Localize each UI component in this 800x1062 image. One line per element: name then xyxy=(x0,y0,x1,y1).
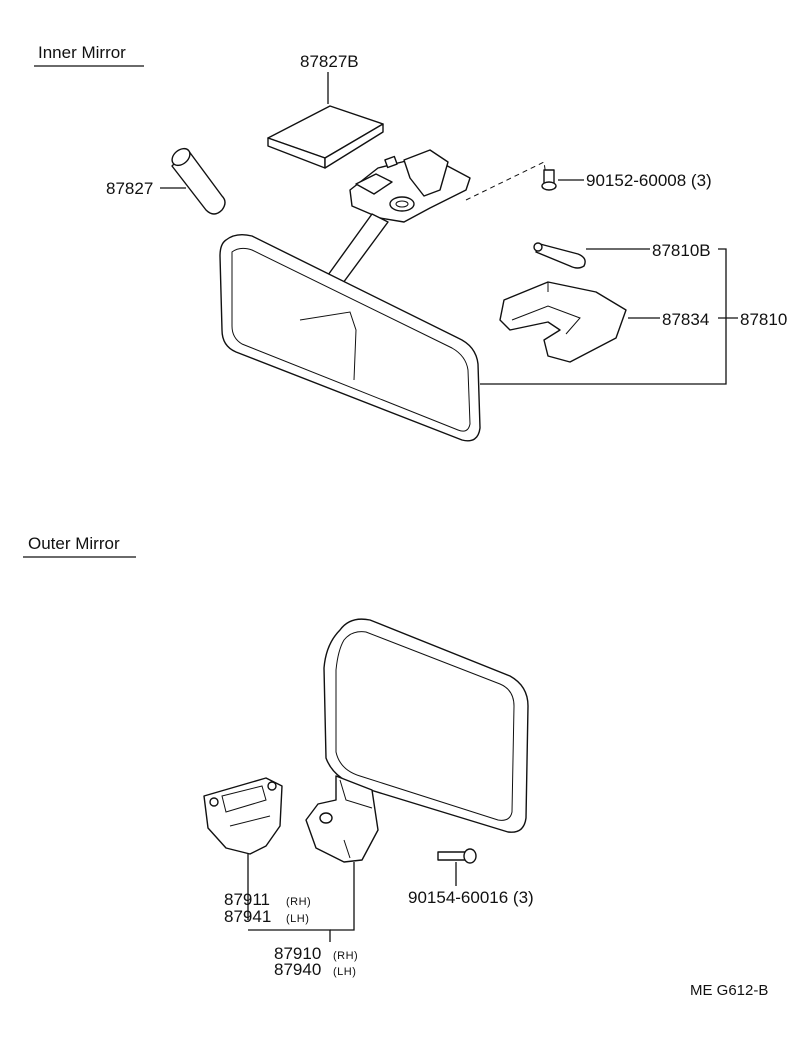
label-87810: 87810 xyxy=(740,310,787,329)
label-90152: 90152-60008 (3) xyxy=(586,171,712,190)
heading-inner-mirror: Inner Mirror xyxy=(38,43,126,62)
outer-mirror-stay xyxy=(305,775,379,863)
label-87827B: 87827B xyxy=(300,52,359,71)
bracket-87911 xyxy=(248,929,331,942)
label-87810B: 87810B xyxy=(652,241,711,260)
label-87910: 87910 xyxy=(274,944,321,963)
heading-outer-mirror: Outer Mirror xyxy=(28,534,120,553)
label-87911: 87911 xyxy=(224,890,270,909)
mirror-mount-bracket xyxy=(349,149,471,223)
label-90154: 90154-60016 (3) xyxy=(408,888,534,907)
label-87911-side: (RH) xyxy=(286,896,311,908)
label-87910-side: (RH) xyxy=(333,950,358,962)
label-87940: 87940 xyxy=(274,960,321,979)
label-87827: 87827 xyxy=(106,179,153,198)
mount-guide-dashed xyxy=(465,161,547,201)
label-87940-side: (LH) xyxy=(333,966,356,978)
label-87941-side: (LH) xyxy=(286,913,309,925)
cylinder-87827 xyxy=(171,147,226,215)
inner-mirror-body xyxy=(219,233,481,442)
drawing-code: ME G612-B xyxy=(690,982,768,999)
screw-90152 xyxy=(541,169,557,191)
lamp-cover-87834 xyxy=(499,281,627,363)
outer-mirror-head xyxy=(323,618,529,833)
bracket-87810 xyxy=(480,248,727,385)
leader-87910 xyxy=(330,862,355,931)
pad-87827B xyxy=(267,105,384,169)
bolt-90154 xyxy=(437,848,477,864)
gasket-87911 xyxy=(203,777,283,855)
label-87941: 87941 xyxy=(224,907,271,926)
label-87834: 87834 xyxy=(662,310,709,329)
bulb-87810B xyxy=(533,242,586,269)
